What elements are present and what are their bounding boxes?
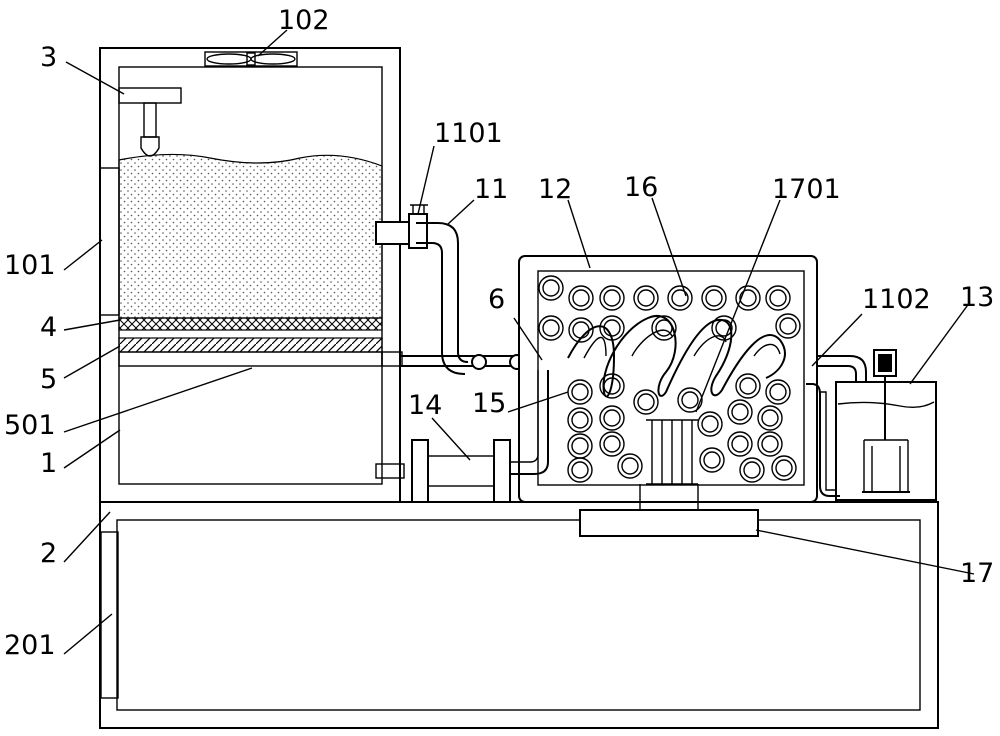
coil-tube [567, 315, 786, 398]
label-4: 4 [40, 312, 57, 343]
fins-1701 [646, 419, 698, 485]
label-3: 3 [40, 42, 57, 73]
label-1102: 1102 [862, 284, 931, 315]
label-102: 102 [278, 5, 330, 36]
label-201: 201 [4, 630, 56, 661]
label-11: 11 [474, 174, 508, 205]
base-door-201 [100, 531, 119, 699]
pump-14 [375, 370, 549, 503]
label-501: 501 [4, 410, 56, 441]
label-16: 16 [624, 172, 658, 203]
label-12: 12 [538, 174, 572, 205]
tank-housing [99, 47, 401, 503]
labels: 102 3 1101 11 12 16 1701 101 6 1102 13 4… [4, 5, 994, 661]
tube-6 [381, 351, 877, 429]
label-1: 1 [40, 448, 57, 479]
label-13: 13 [960, 282, 994, 313]
label-101: 101 [4, 250, 56, 281]
label-15: 15 [472, 388, 506, 419]
base-cabinet [99, 501, 939, 729]
pipe-11 [375, 204, 469, 375]
granular-material [118, 153, 383, 319]
label-2: 2 [40, 538, 57, 569]
label-5: 5 [40, 364, 57, 395]
label-14: 14 [408, 390, 442, 421]
fan-102 [204, 51, 298, 67]
label-17: 17 [960, 558, 994, 589]
label-6: 6 [488, 284, 505, 315]
plate-5 [118, 337, 383, 353]
heating-box-12 [518, 255, 818, 503]
label-1101: 1101 [434, 118, 503, 149]
pipe-1102 [806, 383, 840, 497]
leader-lines [63, 29, 975, 655]
connector-17 [579, 484, 759, 537]
filter-layer-4 [118, 317, 383, 331]
label-1701: 1701 [772, 174, 841, 205]
tank-13 [820, 349, 937, 501]
